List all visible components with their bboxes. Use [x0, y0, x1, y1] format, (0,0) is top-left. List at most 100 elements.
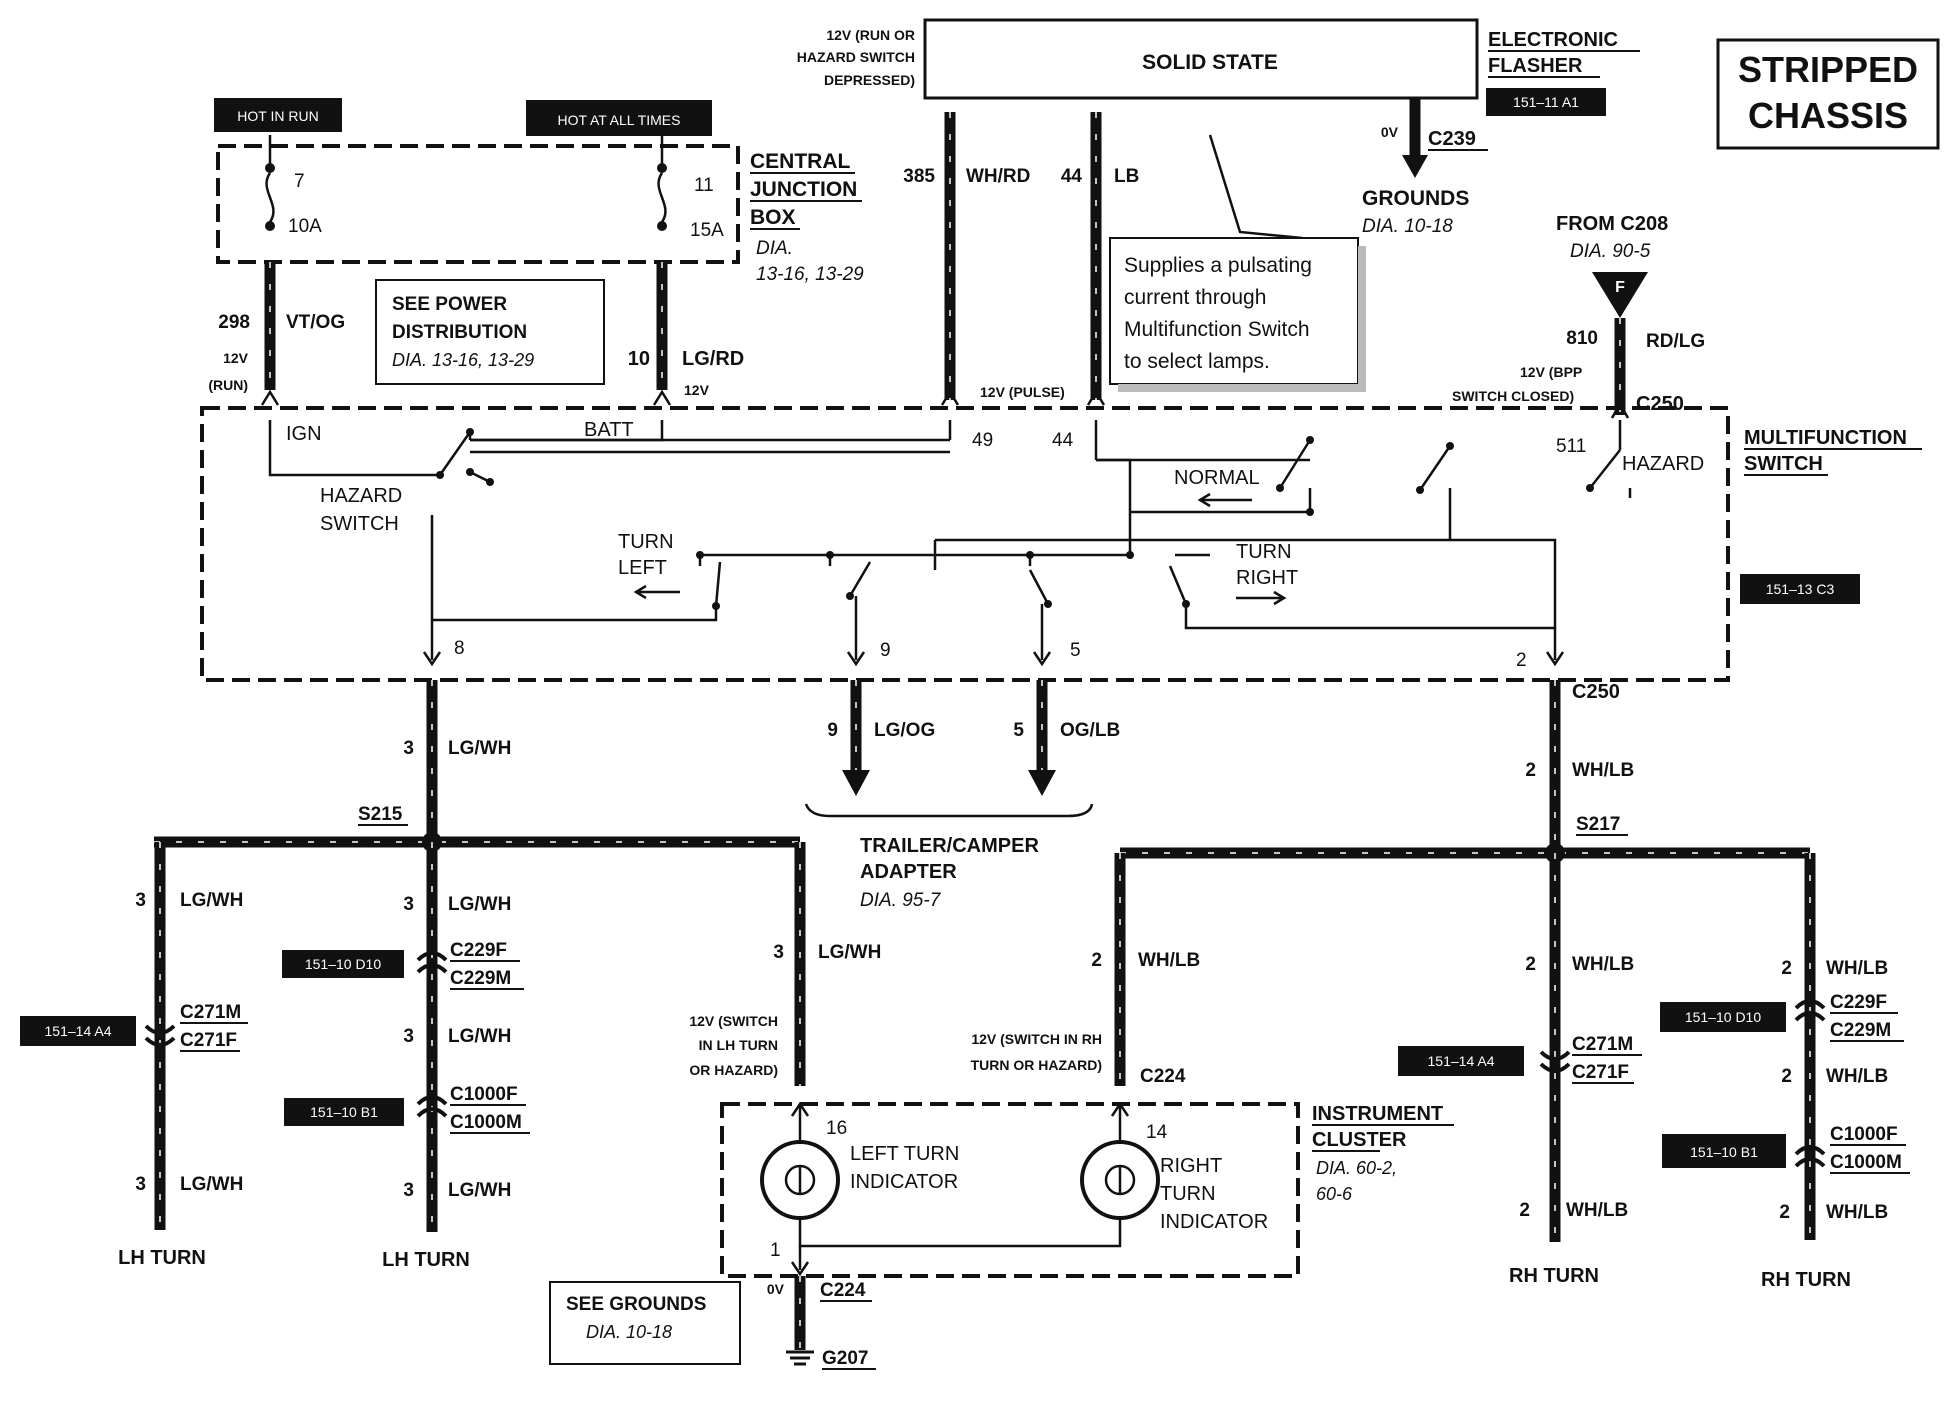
mfs-ref-tag: 151–13 C3	[1740, 574, 1860, 604]
svg-text:2: 2	[1519, 1200, 1530, 1221]
from-c208-label: FROM C208	[1556, 213, 1668, 235]
see-grounds-dia: DIA. 10-18	[586, 1322, 672, 1342]
from-c208-dia: DIA. 90-5	[1570, 241, 1651, 262]
wire-385: 385 WH/RD	[903, 112, 1030, 400]
pin-511: 511	[1556, 436, 1586, 457]
title-line-2: CHASSIS	[1748, 95, 1908, 136]
turn-right-label-1: TURN	[1236, 541, 1292, 563]
trailer-line-2: ADAPTER	[860, 861, 957, 883]
rh-near-c271f: C271F	[1572, 1062, 1629, 1083]
hot-at-all-times-tag: HOT AT ALL TIMES	[526, 100, 712, 136]
callout-line-1: Supplies a pulsating	[1124, 254, 1312, 277]
grounds-label: GROUNDS	[1362, 187, 1469, 210]
rh-far-lamp: RH TURN	[1761, 1269, 1851, 1291]
right-indicator-2: TURN	[1160, 1183, 1216, 1205]
svg-text:WH/LB: WH/LB	[1572, 760, 1634, 781]
lh-far-c271m: C271M	[180, 1002, 241, 1023]
svg-text:2: 2	[1525, 760, 1536, 781]
svg-text:3: 3	[135, 1174, 146, 1195]
lh-near-c229-ref: 151–10 D10	[282, 950, 404, 978]
lh-far-c271-ref: 151–14 A4	[20, 1016, 136, 1046]
pin-44: 44	[1052, 430, 1074, 451]
from-c208: FROM C208 DIA. 90-5 F 810 RD/LG 12V (BPP…	[1452, 213, 1705, 415]
flasher-name-2: FLASHER	[1488, 55, 1583, 77]
fuse-11-amp: 15A	[690, 220, 724, 241]
svg-text:151–10 D10: 151–10 D10	[1685, 1009, 1762, 1025]
c239-label: C239	[1428, 128, 1476, 150]
multifunction-switch: MULTIFUNCTION SWITCH 151–13 C3 IGN BATT …	[200, 389, 1922, 682]
rh-cluster-branch: 2 WH/LB 12V (SWITCH IN RH TURN OR HAZARD…	[971, 853, 1200, 1086]
cjb-dia-2: 13-16, 13-29	[756, 264, 864, 285]
flasher-box-label: SOLID STATE	[1142, 51, 1278, 74]
svg-text:WH/LB: WH/LB	[1826, 1066, 1888, 1087]
c239-voltage: 0V	[1381, 124, 1399, 140]
svg-text:3: 3	[773, 942, 784, 963]
rh-far-c229f: C229F	[1830, 992, 1887, 1013]
flasher-supply-note-1: 12V (RUN OR	[826, 27, 915, 43]
svg-text:WH/LB: WH/LB	[1826, 958, 1888, 979]
w810-voltage: 12V (BPP	[1520, 364, 1582, 380]
svg-text:2: 2	[1779, 1202, 1790, 1223]
c250-bottom-label: C250	[1572, 681, 1620, 703]
title-box: STRIPPED CHASSIS	[1716, 38, 1940, 150]
svg-text:2: 2	[1091, 950, 1102, 971]
svg-text:HOT AT ALL TIMES: HOT AT ALL TIMES	[558, 112, 681, 128]
power-note-2: DISTRIBUTION	[392, 322, 527, 343]
pin-49: 49	[972, 430, 993, 451]
svg-text:IN LH TURN: IN LH TURN	[699, 1037, 778, 1053]
power-note-dia: DIA. 13-16, 13-29	[392, 350, 534, 370]
svg-text:HOT IN RUN: HOT IN RUN	[237, 108, 318, 124]
wire-trailer-left: 9 LG/OG	[827, 680, 935, 796]
central-junction-box: 7 10A 11 15A CENTRAL JUNCTION BOX DIA. 1…	[216, 135, 864, 285]
rh-near-c271m: C271M	[1572, 1034, 1633, 1055]
svg-text:TURN OR HAZARD): TURN OR HAZARD)	[971, 1057, 1102, 1073]
lh-near-c1000-ref: 151–10 B1	[284, 1098, 404, 1126]
lh-cluster-branch: 3 LG/WH 12V (SWITCH IN LH TURN OR HAZARD…	[689, 842, 881, 1086]
lh-near-c1000m: C1000M	[450, 1112, 522, 1133]
trailer-line-1: TRAILER/CAMPER	[860, 835, 1039, 857]
c224-cluster-label: C224	[1140, 1066, 1186, 1087]
cluster-name-1: INSTRUMENT	[1312, 1103, 1443, 1125]
lh-far-branch: 3 LG/WH C271M C271F 151–14 A4 3 LG/WH LH…	[20, 842, 248, 1269]
svg-text:LG/WH: LG/WH	[180, 1174, 243, 1195]
svg-text:(RUN): (RUN)	[208, 377, 248, 393]
svg-text:385: 385	[903, 166, 935, 187]
svg-text:151–10 B1: 151–10 B1	[310, 1104, 378, 1120]
pin-2: 2	[1516, 650, 1527, 671]
svg-text:LG/WH: LG/WH	[448, 894, 511, 915]
see-grounds-note: SEE GROUNDS	[566, 1294, 706, 1315]
svg-text:LG/WH: LG/WH	[448, 1180, 511, 1201]
svg-text:3: 3	[403, 738, 414, 759]
c250-top-label: C250	[1636, 393, 1684, 415]
s217-label: S217	[1576, 814, 1620, 835]
hazard-switch-label-2: SWITCH	[320, 513, 399, 535]
rh-far-branch: 2 WH/LB C229F C229M 151–10 D10 2 WH/LB C…	[1660, 853, 1910, 1291]
svg-text:3: 3	[403, 1180, 414, 1201]
rh-far-c229m: C229M	[1830, 1020, 1891, 1041]
left-indicator-1: LEFT TURN	[850, 1143, 959, 1165]
cluster-pin-16: 16	[826, 1118, 847, 1139]
rh-near-lamp: RH TURN	[1509, 1265, 1599, 1287]
hazard-label: HAZARD	[1622, 453, 1704, 475]
batt-label: BATT	[584, 419, 634, 441]
svg-text:12V (SWITCH IN RH: 12V (SWITCH IN RH	[971, 1031, 1102, 1047]
g207-label: G207	[822, 1348, 868, 1369]
cjb-name-3: BOX	[750, 206, 796, 229]
svg-text:151–11 A1: 151–11 A1	[1513, 94, 1579, 110]
cjb-name-1: CENTRAL	[750, 150, 850, 173]
cluster-dia-2: 60-6	[1316, 1184, 1353, 1204]
splice-s217: S217	[1120, 814, 1810, 863]
callout-line-4: to select lamps.	[1124, 350, 1270, 373]
wire-trailer-right: 5 OG/LB	[1013, 680, 1120, 796]
svg-text:3: 3	[403, 1026, 414, 1047]
ground-g207: 0V C224 G207 SEE GROUNDS DIA. 10-18	[549, 1276, 876, 1370]
cluster-pin-1: 1	[770, 1240, 781, 1261]
fuse-7-number: 7	[294, 171, 305, 192]
wire-298: 298 VT/OG 12V (RUN)	[208, 262, 345, 393]
svg-text:LG/RD: LG/RD	[682, 348, 744, 370]
pin-5: 5	[1070, 640, 1081, 661]
title-line-1: STRIPPED	[1738, 49, 1918, 90]
callout-line-2: current through	[1124, 286, 1266, 309]
lh-near-lamp: LH TURN	[382, 1249, 470, 1271]
